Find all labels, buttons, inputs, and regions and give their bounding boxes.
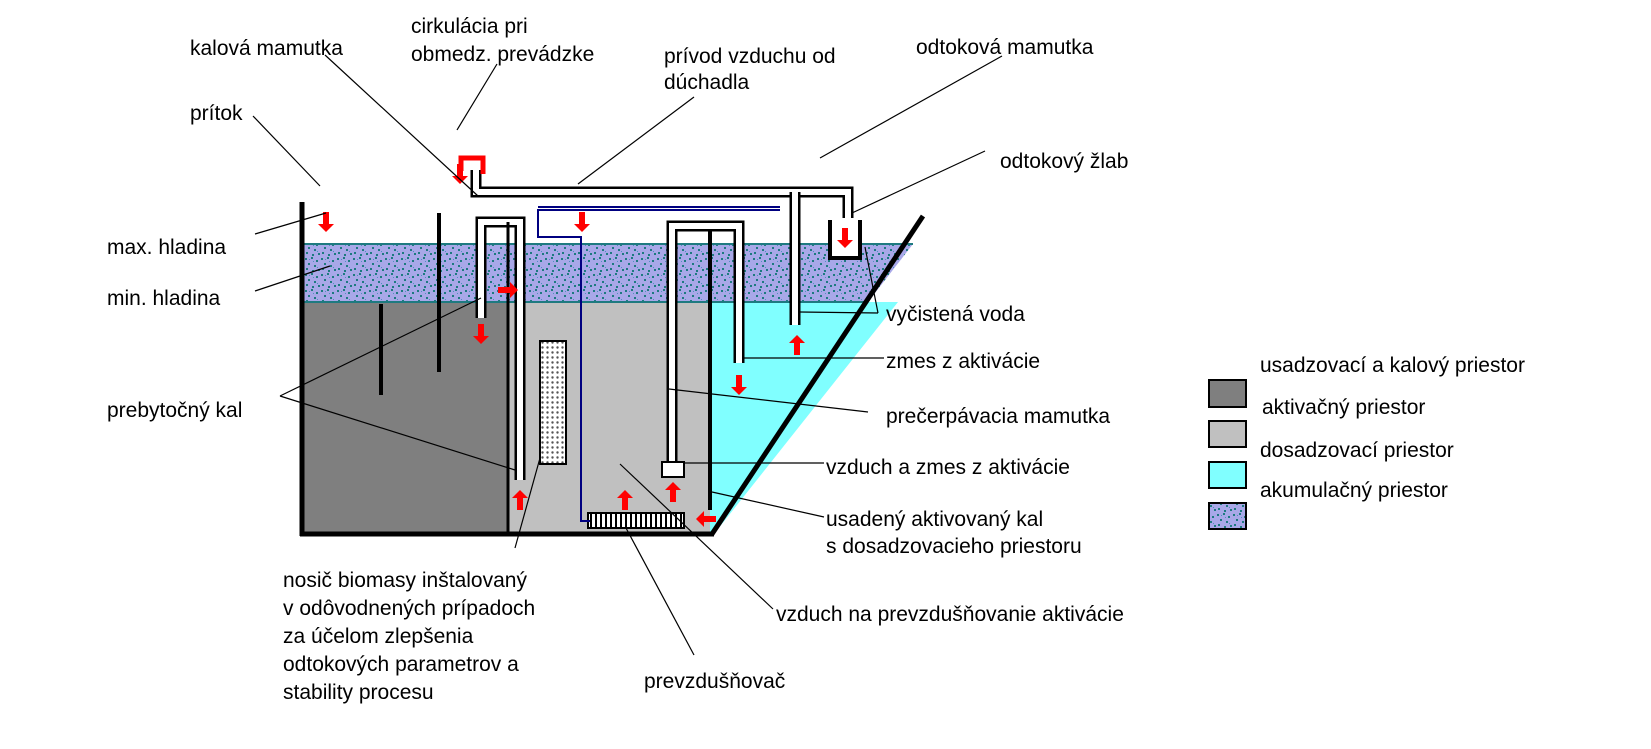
label-privod-2: dúchadla <box>664 71 750 94</box>
arrow-air-header <box>574 212 590 232</box>
leader-lines <box>252 54 1003 656</box>
leader-pritok <box>252 115 321 187</box>
arrow-sludge-out <box>498 282 518 298</box>
arrow-circulation <box>452 164 468 184</box>
label-nosic-4: odtokových parametrov a <box>283 653 519 676</box>
leader-precerpavacia <box>668 388 869 413</box>
activation-zone <box>508 302 710 534</box>
legend: usadzovací a kalový priestor aktivačný p… <box>1208 354 1525 530</box>
label-kalova-mamutka: kalová mamutka <box>190 37 343 60</box>
label-nosic-2: v odôvodnených prípadoch <box>283 597 535 620</box>
arrow-mix-down <box>731 375 747 395</box>
leader-prevzdusnovac <box>625 527 695 656</box>
legend-swatch-3 <box>1208 461 1247 489</box>
accumulation-zone <box>710 302 898 534</box>
legend-label-2: dosadzovací priestor <box>1260 439 1454 462</box>
air-line-blue <box>537 209 780 522</box>
arrow-transfer-up <box>665 482 681 502</box>
label-min-hladina: min. hladina <box>107 287 221 310</box>
leader-privod <box>577 96 695 185</box>
label-max-hladina: max. hladina <box>107 236 226 259</box>
label-nosic-1: nosič biomasy inštalovaný <box>283 569 527 592</box>
flow-arrows <box>318 164 853 527</box>
diffuser <box>587 512 685 529</box>
label-vzduch-a-zmes: vzduch a zmes z aktivácie <box>826 456 1070 479</box>
label-nosic-3: za účelom zlepšenia <box>283 625 474 648</box>
legend-label-1: aktivačný priestor <box>1262 396 1425 419</box>
legend-label-3: akumulačný priestor <box>1260 479 1448 502</box>
leader-min <box>254 265 331 292</box>
air-header-pipe-inner <box>473 170 851 218</box>
legend-label-0: usadzovací a kalový priestor <box>1260 354 1525 377</box>
sloped-wall <box>709 214 926 536</box>
label-vycistena-voda: vyčistená voda <box>886 303 1025 326</box>
buffer-zone <box>302 244 913 302</box>
label-cirkulacia-1: cirkulácia pri <box>411 15 528 38</box>
leader-vycistena-2 <box>799 311 879 314</box>
legend-swatch-4 <box>1208 502 1247 530</box>
labels: kalová mamutka cirkulácia pri obmedz. pr… <box>107 15 1128 704</box>
arrow-diffuser-up <box>617 490 633 510</box>
label-cirkulacia-2: obmedz. prevádzke <box>411 43 594 66</box>
arrow-return-left <box>696 511 716 527</box>
label-vzduch-na: vzduch na prevzdušňovanie aktivácie <box>776 603 1124 626</box>
label-privod-1: prívod vzduchu od <box>664 45 836 68</box>
arrow-sludge-down <box>473 324 489 344</box>
biomass-carrier <box>539 340 567 465</box>
transfer-airlift-pipe-inner <box>669 223 742 462</box>
arrow-outflow-up <box>789 335 805 355</box>
leader-nosic <box>514 457 541 549</box>
leader-prebytocny-2 <box>279 395 516 471</box>
label-usadeny-1: usadený aktivovaný kal <box>826 508 1043 531</box>
arrow-inflow <box>318 212 334 232</box>
leader-zlab <box>851 150 986 214</box>
leader-odtokova <box>819 55 1003 159</box>
leader-vzduch-na <box>619 463 774 610</box>
arrow-sludge-up <box>512 490 528 510</box>
leader-prebytocny-1 <box>279 297 482 397</box>
label-pritok: prítok <box>190 102 243 125</box>
label-usadeny-2: s dosadzovacieho priestoru <box>826 535 1082 558</box>
label-nosic-5: stability procesu <box>283 681 434 704</box>
label-odtokovy-zlab: odtokový žlab <box>1000 150 1128 173</box>
leader-vycistena-1 <box>864 246 879 314</box>
label-prevzdusnovac: prevzdušňovač <box>644 670 785 693</box>
label-precerpavacia: prečerpávacia mamutka <box>886 405 1110 428</box>
settling-zone <box>302 302 508 534</box>
leader-kalova <box>324 54 479 197</box>
leader-max <box>254 212 327 235</box>
sludge-airlift-pipe-inner <box>478 219 523 480</box>
label-odtokova-mamutka: odtoková mamutka <box>916 36 1094 59</box>
legend-swatch-1 <box>1208 379 1247 408</box>
leader-usadeny <box>711 491 825 518</box>
label-prebytocny-kal: prebytočný kal <box>107 399 242 422</box>
legend-swatch-2 <box>1208 420 1247 448</box>
label-zmes-z-aktivacie: zmes z aktivácie <box>886 350 1040 373</box>
leader-cirkulacia <box>456 63 498 131</box>
tank <box>299 155 926 537</box>
transfer-airlift-foot <box>661 461 685 478</box>
arrow-trough <box>837 228 853 248</box>
